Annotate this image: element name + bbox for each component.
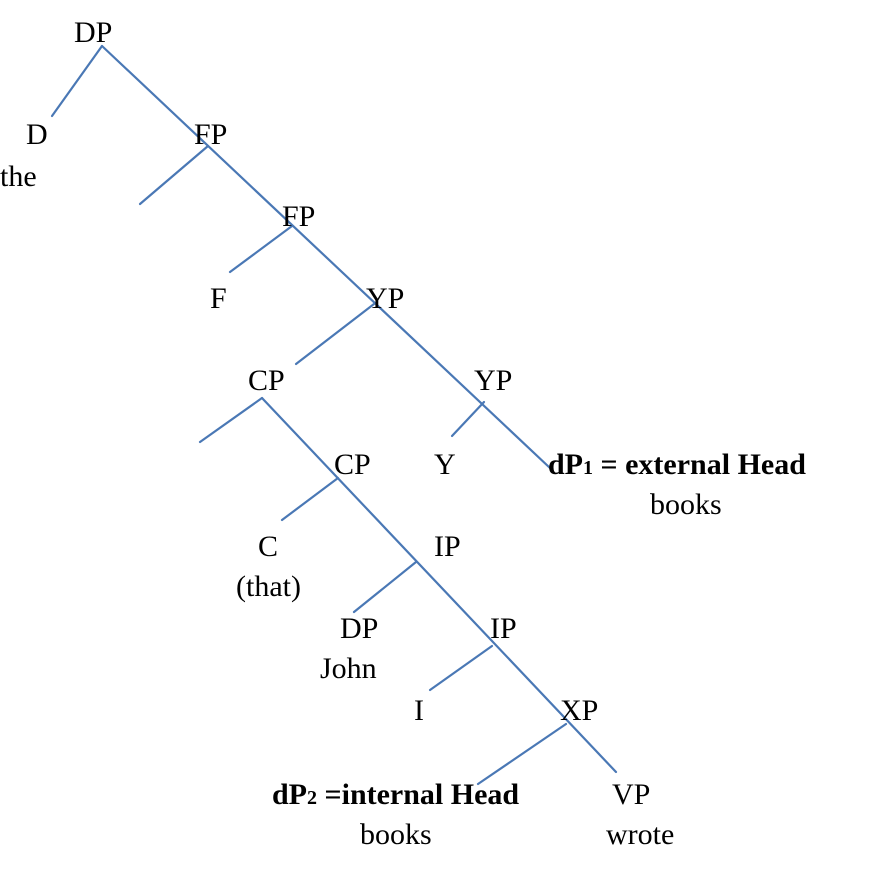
internal-head-rest: =internal Head	[317, 778, 519, 811]
node-vp: VP	[612, 778, 650, 811]
branch-cp2-c	[280, 476, 340, 522]
word-wrote: wrote	[606, 818, 674, 851]
node-cp2: CP	[334, 448, 371, 481]
node-f: F	[210, 282, 227, 315]
node-dp-root: DP	[74, 16, 112, 49]
branch-dp-spine	[100, 44, 552, 470]
tree-branches	[50, 44, 618, 786]
word-that: (that)	[236, 570, 301, 603]
external-head-word: books	[650, 488, 722, 521]
internal-head-word: books	[360, 818, 432, 851]
branch-ip1-dp	[352, 560, 418, 614]
external-head-rest: = external Head	[593, 448, 806, 481]
branch-fp2-f	[228, 224, 294, 274]
external-head-prefix: dP	[548, 448, 583, 481]
node-cp1: CP	[248, 364, 285, 397]
node-fp2: FP	[282, 200, 315, 233]
node-ip2: IP	[490, 612, 517, 645]
external-head-label: dP1 = external Head	[548, 448, 806, 481]
branch-cp1-left	[198, 396, 264, 444]
branch-fp1-left	[138, 144, 210, 206]
node-i: I	[414, 694, 424, 727]
internal-head-label: dP2 =internal Head	[272, 778, 519, 811]
branch-ip2-i	[428, 644, 494, 692]
node-xp: XP	[560, 694, 598, 727]
branch-xp-dp2	[476, 722, 568, 786]
tree-labels: DP D the FP FP F YP CP YP Y CP dP1 = ext…	[0, 16, 806, 851]
node-ip1: IP	[434, 530, 461, 563]
internal-head-subscript: 2	[307, 787, 317, 809]
branch-yp1-cp	[294, 302, 376, 366]
node-yp2: YP	[474, 364, 512, 397]
external-head-subscript: 1	[583, 457, 593, 479]
node-y: Y	[434, 448, 456, 481]
branch-dp-d	[50, 44, 104, 118]
word-the: the	[0, 160, 37, 193]
word-john: John	[320, 652, 377, 685]
node-c: C	[258, 530, 278, 563]
node-d: D	[26, 118, 48, 151]
node-yp1: YP	[366, 282, 404, 315]
node-dp-john: DP	[340, 612, 378, 645]
node-fp1: FP	[194, 118, 227, 151]
branch-cp-spine	[260, 396, 618, 774]
branch-yp2-y	[450, 400, 486, 438]
internal-head-prefix: dP	[272, 778, 307, 811]
